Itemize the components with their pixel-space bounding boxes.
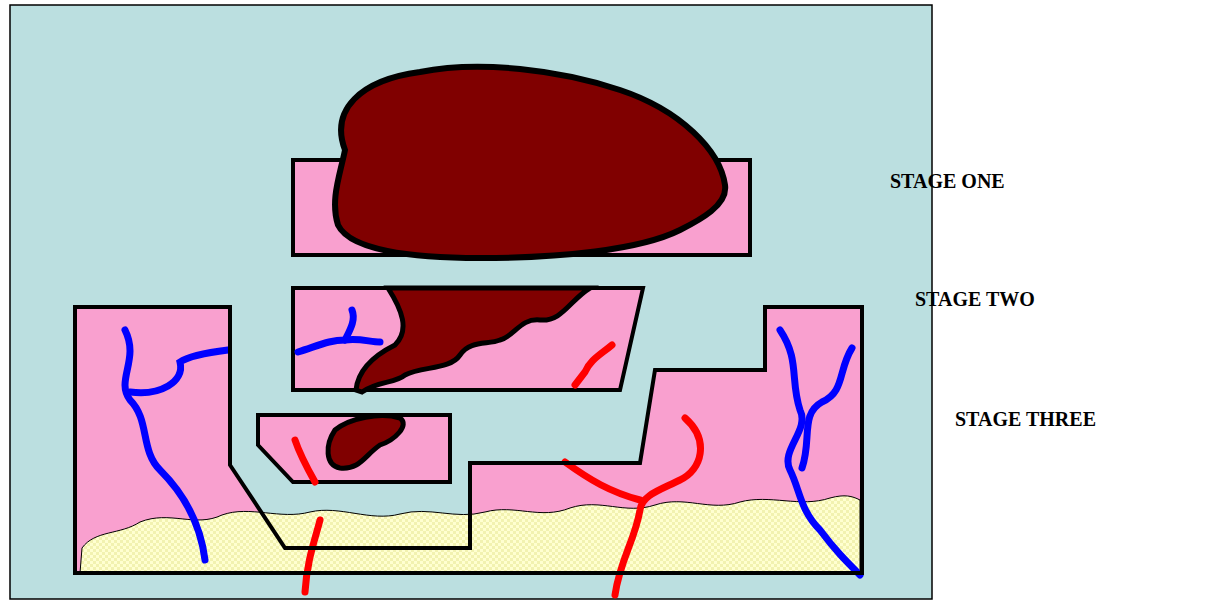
background-frame [10,5,932,599]
vessel [305,520,320,592]
vessel [780,330,860,575]
vessel [125,330,205,560]
tissue-outline [75,307,862,573]
vessel [575,345,612,385]
stage-label: STAGE THREE [955,408,1096,431]
clot-blob [328,416,403,469]
vessel [298,339,380,352]
tissue-block [258,415,450,482]
clot-blob [356,288,590,392]
vessel [130,350,228,393]
vessel [345,310,353,340]
stage-label: STAGE ONE [890,170,1005,193]
clot-blob [335,67,725,258]
vessel [615,418,700,595]
vessel [802,348,852,468]
stage-label: STAGE TWO [915,288,1035,311]
vessel [295,440,315,482]
tissue-block [75,307,862,573]
vessel [565,462,640,500]
